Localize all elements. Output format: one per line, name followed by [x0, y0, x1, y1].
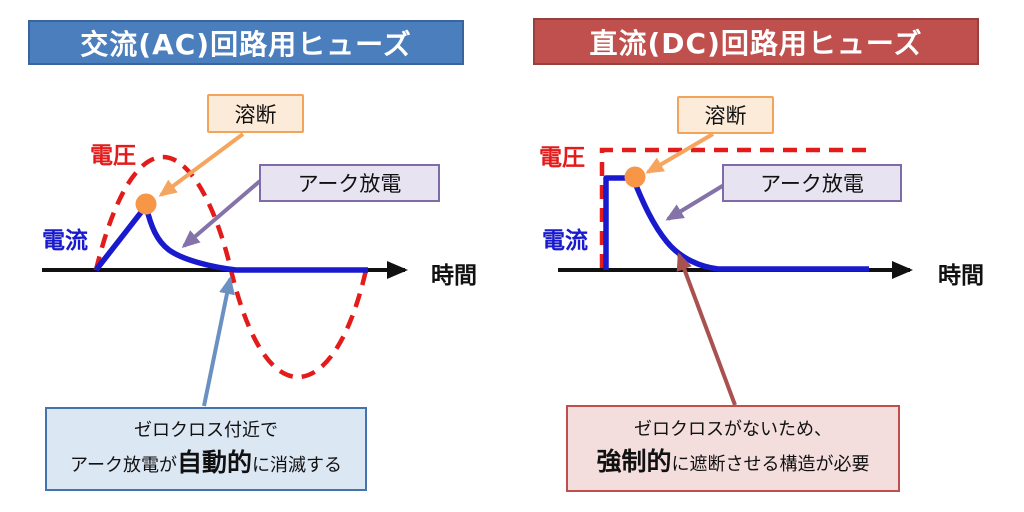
ac-melt-arrow [158, 132, 245, 197]
dc-panel-header: 直流(DC)回路用ヒューズ [533, 18, 979, 65]
dc-voltage-step-curve [599, 147, 872, 268]
ac-melt-callout: 溶断 [207, 94, 304, 133]
dc-arc-arrow [665, 183, 726, 221]
dc-arc-callout: アーク放電 [722, 164, 902, 202]
ac-note-line2: アーク放電が自動的に消滅する [70, 447, 342, 477]
dc-time-label: 時間 [938, 263, 984, 289]
ac-current-curve [93, 203, 368, 273]
ac-zero-cross-arrow [202, 276, 235, 407]
ac-arc-arrow [181, 179, 262, 248]
dc-note-line2: 強制的に遮断させる構造が必要 [596, 447, 870, 477]
ac-melt-point-dot [135, 193, 157, 215]
dc-melt-arrow [645, 132, 715, 174]
ac-time-label: 時間 [431, 263, 477, 289]
ac-voltage-label: 電圧 [90, 143, 136, 169]
ac-note-emphasis: 自動的 [176, 447, 252, 477]
ac-arc-callout: アーク放電 [259, 164, 440, 202]
ac-panel-header: 交流(AC)回路用ヒューズ [28, 20, 464, 65]
dc-current-label: 電流 [542, 228, 588, 254]
dc-melt-point-dot [624, 166, 646, 188]
dc-melt-callout: 溶断 [677, 96, 774, 134]
dc-note-box: ゼロクロスがないため、 強制的に遮断させる構造が必要 [566, 405, 900, 492]
dc-note-emphasis: 強制的 [596, 447, 672, 477]
dc-force-break-arrow [676, 252, 737, 406]
dc-note-line1: ゼロクロスがないため、 [634, 419, 832, 441]
ac-note-line1: ゼロクロス付近で [134, 419, 278, 441]
ac-current-label: 電流 [42, 228, 88, 254]
ac-note-box: ゼロクロス付近で アーク放電が自動的に消滅する [45, 407, 367, 491]
dc-voltage-label: 電圧 [539, 145, 585, 171]
